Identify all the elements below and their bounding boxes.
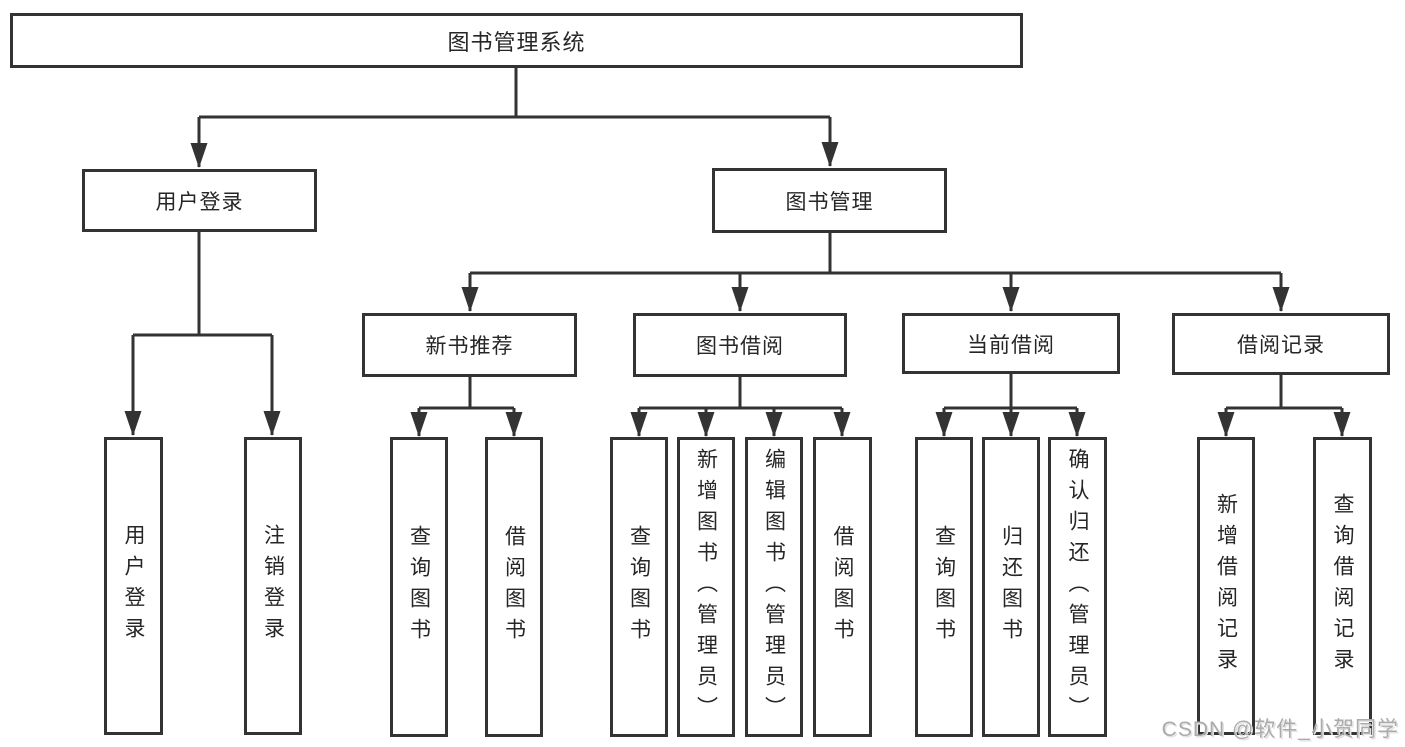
node-new-book-recommend: 新书推荐 — [362, 313, 577, 377]
node-leaf-bb-query-books: 查询图书 — [610, 437, 668, 737]
node-leaf-bb-edit-book-admin-label: 编辑图书（管理员） — [762, 447, 786, 727]
connector-user-login — [133, 232, 272, 337]
node-leaf-nb-query-books: 查询图书 — [390, 437, 448, 737]
node-leaf-bb-query-books-label: 查询图书 — [627, 525, 651, 649]
node-leaf-cb-query-books: 查询图书 — [915, 437, 973, 737]
node-current-borrow: 当前借阅 — [902, 313, 1120, 374]
node-book-management: 图书管理 — [712, 168, 947, 233]
node-leaf-br-query-record: 查询借阅记录 — [1313, 437, 1372, 735]
connector-current-borrow-group — [944, 374, 1077, 410]
node-leaf-bb-edit-book-admin: 编辑图书（管理员） — [745, 437, 803, 737]
node-leaf-user-login: 用户登录 — [104, 437, 163, 735]
connector-book-management — [470, 233, 1281, 275]
node-book-borrow-label: 图书借阅 — [696, 335, 784, 358]
connector-new-book-recommend — [419, 377, 514, 410]
node-current-borrow-label: 当前借阅 — [967, 333, 1055, 357]
node-library-system: 图书管理系统 — [10, 13, 1023, 68]
node-leaf-nb-borrow-books: 借阅图书 — [485, 437, 543, 737]
node-book-borrow: 图书借阅 — [633, 313, 847, 377]
node-user-login: 用户登录 — [82, 169, 317, 232]
node-leaf-cb-confirm-return-admin: 确认归还（管理员） — [1048, 437, 1107, 737]
connector-root — [199, 68, 830, 119]
node-leaf-cb-confirm-return-admin-label: 确认归还（管理员） — [1066, 447, 1089, 727]
node-leaf-cb-query-books-label: 查询图书 — [932, 525, 956, 649]
node-leaf-bb-add-book-admin: 新增图书（管理员） — [677, 437, 735, 737]
node-leaf-user-login-label: 用户登录 — [122, 524, 145, 648]
node-leaf-bb-borrow-books: 借阅图书 — [813, 437, 872, 737]
node-borrow-records-label: 借阅记录 — [1237, 334, 1325, 357]
node-leaf-bb-borrow-books-label: 借阅图书 — [831, 525, 854, 649]
node-leaf-br-query-record-label: 查询借阅记录 — [1331, 493, 1354, 679]
connector-book-borrow-group — [639, 377, 842, 410]
node-leaf-bb-add-book-admin-label: 新增图书（管理员） — [694, 447, 718, 727]
node-borrow-records: 借阅记录 — [1172, 313, 1390, 375]
node-library-system-label: 图书管理系统 — [447, 29, 586, 55]
node-leaf-br-add-record-label: 新增借阅记录 — [1214, 493, 1238, 679]
connector-borrow-records-group — [1226, 375, 1342, 410]
node-new-book-recommend-label: 新书推荐 — [425, 335, 514, 358]
watermark: CSDN @软件_小贺同学 — [1161, 718, 1399, 741]
node-book-management-label: 图书管理 — [785, 190, 874, 214]
node-leaf-logout: 注销登录 — [244, 437, 302, 735]
node-leaf-cb-return-book: 归还图书 — [982, 437, 1040, 737]
node-leaf-cb-return-book-label: 归还图书 — [999, 525, 1023, 649]
node-leaf-logout-label: 注销登录 — [261, 524, 285, 648]
node-leaf-br-add-record: 新增借阅记录 — [1197, 437, 1255, 735]
node-leaf-nb-query-books-label: 查询图书 — [407, 525, 431, 649]
node-user-login-label: 用户登录 — [155, 190, 244, 214]
node-leaf-nb-borrow-books-label: 借阅图书 — [502, 525, 526, 649]
